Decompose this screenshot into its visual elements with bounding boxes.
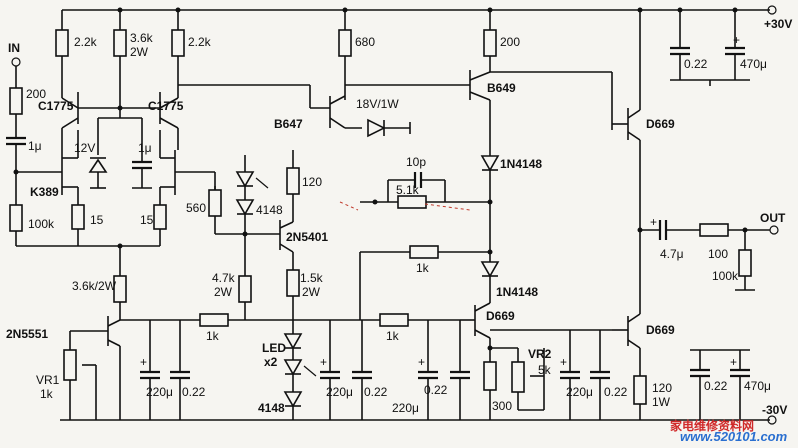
- vr1-value: 1k: [40, 387, 54, 401]
- r1k-b-label: 1k: [386, 329, 400, 343]
- bias-diodes: 1N4148 1N4148 1k: [359, 150, 542, 320]
- watermark-cn: 家电维修资料网: [670, 418, 754, 433]
- z12v-label: 12V: [74, 141, 95, 155]
- d1n4148-a-label: 1N4148: [500, 157, 542, 171]
- bias-ladder: 3.6k/2W 2N5551 VR1 1k 1k 1k 4.7k 2W 1.5k…: [6, 234, 460, 420]
- d669-mid: D669 300 VR2 5k: [460, 294, 552, 420]
- watermark: 家电维修资料网 www.520101.com: [670, 418, 788, 444]
- output-section: + 4.7μ 100 OUT 100k: [637, 211, 786, 291]
- r120-b-label: 120: [652, 381, 672, 395]
- c022-bot-label: 0.22: [704, 379, 728, 393]
- negative-rail: -30V: [60, 403, 787, 425]
- b649-stage: 200 B649: [345, 10, 613, 150]
- c1775-b-label: C1775: [148, 99, 184, 113]
- r200-in-label: 200: [26, 87, 46, 101]
- c220-b-label: 220μ: [326, 385, 353, 399]
- c022-top-label: 0.22: [684, 57, 708, 71]
- r15k-w-label: 2W: [302, 285, 321, 299]
- r200-t-label: 200: [500, 35, 520, 49]
- svg-text:+: +: [140, 355, 147, 369]
- top-supply-caps: 0.22 + 470μ: [670, 10, 767, 86]
- c47u-label: 4.7μ: [660, 247, 684, 261]
- vplus-label: +30V: [764, 17, 792, 31]
- in-label: IN: [8, 41, 20, 55]
- vminus-label: -30V: [762, 403, 787, 417]
- vr1-label: VR1: [36, 373, 60, 387]
- r47k-label: 4.7k: [212, 271, 236, 285]
- filter-caps: + 220μ 0.22 + 220μ 0.22 + 220μ 0.22: [140, 320, 470, 420]
- r560-label: 560: [186, 201, 206, 215]
- c220-a-label: 220μ: [146, 385, 173, 399]
- svg-text:+: +: [320, 355, 327, 369]
- r22k-b-label: 2.2k: [188, 35, 212, 49]
- r36k-b-label: 3.6k/2W: [72, 279, 117, 293]
- d4148-a-label: 4148: [256, 203, 283, 217]
- r15-b-label: 15: [140, 213, 154, 227]
- vr2-label: VR2: [528, 347, 552, 361]
- d669-top: D669: [612, 10, 675, 230]
- r120-label: 120: [302, 175, 322, 189]
- b647-stage: 680 B647 18V/1W: [178, 10, 411, 138]
- svg-text:+: +: [730, 355, 737, 369]
- c220-c-label: 220μ: [392, 401, 419, 415]
- q2n5551-label: 2N5551: [6, 327, 48, 341]
- out-label: OUT: [760, 211, 786, 225]
- svg-text:+: +: [733, 33, 740, 47]
- c022-c-label: 0.22: [424, 383, 448, 397]
- d669-top-label: D669: [646, 117, 675, 131]
- r100-label: 100: [708, 247, 728, 261]
- led-string-top: 4148 560: [186, 155, 283, 237]
- r36k-label: 3.6k: [130, 31, 154, 45]
- c10p-label: 10p: [406, 155, 426, 169]
- c470-bot-label: 470μ: [744, 379, 771, 393]
- c1u-in-label: 1μ: [28, 139, 42, 153]
- svg-text:+: +: [418, 355, 425, 369]
- r47k-w-label: 2W: [214, 285, 233, 299]
- d669-mid-label: D669: [486, 309, 515, 323]
- c022-d-label: 0.22: [604, 385, 628, 399]
- r100k-o-label: 100k: [712, 269, 739, 283]
- vr2-value: 5k: [538, 363, 552, 377]
- r15k-label: 1.5k: [300, 271, 324, 285]
- svg-text:+: +: [650, 215, 657, 229]
- svg-text:+: +: [560, 355, 567, 369]
- c220-d-label: 220μ: [566, 385, 593, 399]
- q2n5401-label: 2N5401: [286, 230, 328, 244]
- r100k-l-label: 100k: [28, 217, 55, 231]
- d1n4148-b-label: 1N4148: [496, 285, 538, 299]
- d669-bot-label: D669: [646, 323, 675, 337]
- q2n5401: 120 2N5401: [279, 150, 328, 270]
- c022-b-label: 0.22: [364, 385, 388, 399]
- r300-label: 300: [492, 399, 512, 413]
- input-stage: IN 200 1μ 100k: [6, 41, 160, 247]
- c1775-a-label: C1775: [38, 99, 74, 113]
- r36k-w-label: 2W: [130, 45, 149, 59]
- r680-label: 680: [355, 35, 375, 49]
- c1u-z-label: 1μ: [138, 141, 152, 155]
- r15-a-label: 15: [90, 213, 104, 227]
- r51k-label: 5.1k: [396, 183, 420, 197]
- watermark-url: www.520101.com: [680, 429, 788, 443]
- r120-bw-label: 1W: [652, 395, 671, 409]
- d4148-b-label: 4148: [258, 401, 285, 415]
- r22k-a-label: 2.2k: [74, 35, 98, 49]
- k389-label: K389: [30, 185, 59, 199]
- b649-label: B649: [487, 81, 516, 95]
- led-label: LED: [262, 341, 286, 355]
- d669-bot: + 220μ 0.22 D669 120 1W 0.22 + 470μ: [490, 230, 771, 420]
- r1k-a-label: 1k: [206, 329, 220, 343]
- c470-top-label: 470μ: [740, 57, 767, 71]
- z18v-label: 18V/1W: [356, 97, 399, 111]
- b647-label: B647: [274, 117, 303, 131]
- c1775-pair: 2.2k 3.6k 2W 2.2k C1775 C1775 12V: [38, 10, 212, 189]
- c022-a-label: 0.22: [182, 385, 206, 399]
- ledx2-label: x2: [264, 355, 278, 369]
- r1k-mid-label: 1k: [416, 261, 430, 275]
- feedback-network: 10p 5.1k: [339, 155, 493, 211]
